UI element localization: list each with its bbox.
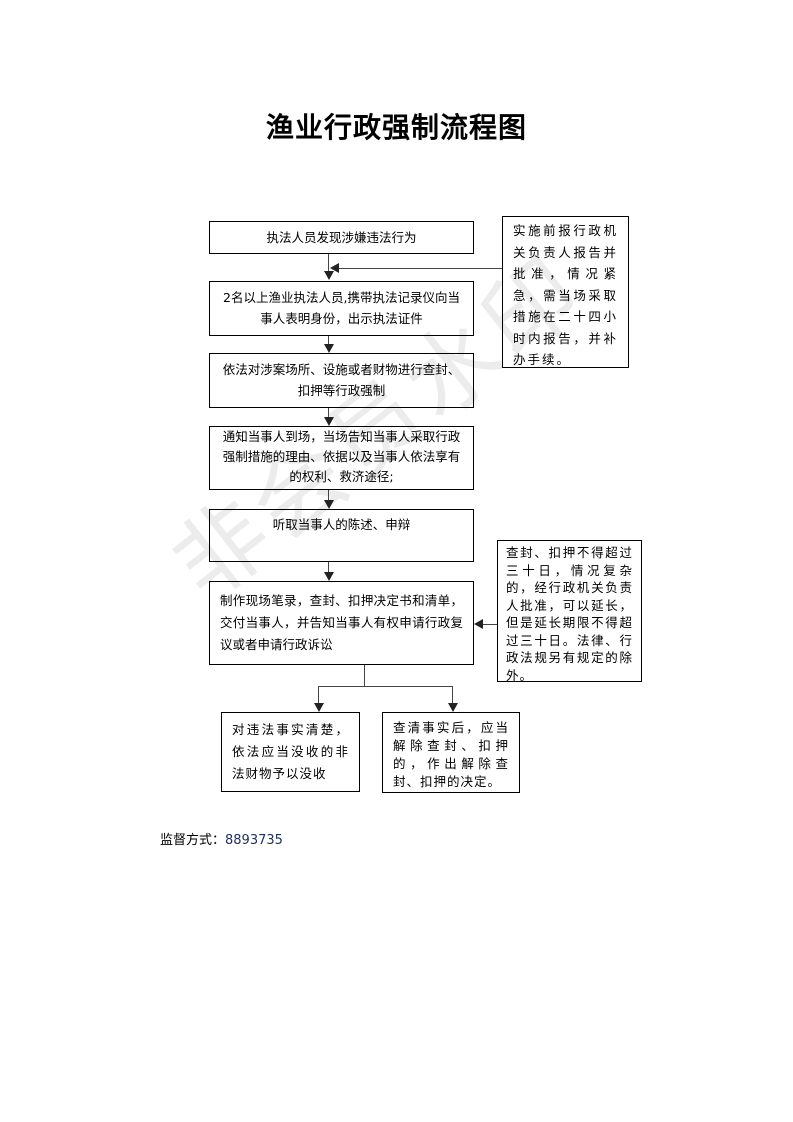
side-note-approval: 实施前报行政机关负责人报告并批准，情况紧急，需当场采取措施在二十四小时内报告，并… (502, 216, 629, 368)
arrow-down-icon (324, 344, 334, 353)
arrow-down-icon (314, 703, 324, 712)
arrow-down-icon (448, 703, 458, 712)
connector (318, 686, 319, 704)
arrow-down-icon (324, 500, 334, 509)
step-2-box: 2名以上渔业执法人员,携带执法记录仪向当事人表明身份，出示执法证件 (209, 281, 474, 336)
arrow-left-icon (330, 263, 339, 273)
arrow-down-icon (324, 417, 334, 426)
supervision-contact: 监督方式：8893735 (160, 829, 283, 848)
step-6-box: 制作现场笔录，查封、扣押决定书和清单，交付当事人，并告知当事人有权申请行政复议或… (209, 581, 474, 665)
arrow-down-icon (324, 572, 334, 581)
step-3-box: 依法对涉案场所、设施或者财物进行查封、扣押等行政强制 (209, 353, 474, 408)
connector (482, 624, 497, 625)
page-title: 渔业行政强制流程图 (265, 111, 527, 144)
connector (328, 408, 329, 418)
arrow-left-icon (474, 619, 483, 629)
supervision-number: 8893735 (225, 833, 283, 848)
arrow-down-icon (324, 271, 334, 280)
connector (338, 268, 502, 269)
outcome-release: 查清事实后，应当解除查封、扣押的，作出解除查封、扣押的决定。 (382, 712, 520, 793)
supervision-label: 监督方式： (160, 833, 226, 848)
connector (328, 336, 329, 345)
side-note-time-limit: 查封、扣押不得超过三十日，情况复杂的，经行政机关负责人批准，可以延长，但是延长期… (497, 540, 642, 683)
step-5-box: 听取当事人的陈述、申辩 (209, 509, 474, 562)
outcome-confiscate: 对违法事实清楚，依法应当没收的非法财物予以没收 (221, 712, 360, 792)
connector (328, 562, 329, 573)
connector (328, 254, 329, 272)
connector (364, 665, 365, 687)
connector (328, 490, 329, 501)
step-4-box: 通知当事人到场，当场告知当事人采取行政强制措施的理由、依据以及当事人依法享有的权… (209, 426, 474, 490)
step-1-box: 执法人员发现涉嫌违法行为 (209, 221, 474, 254)
connector (452, 686, 453, 704)
connector (318, 686, 453, 687)
